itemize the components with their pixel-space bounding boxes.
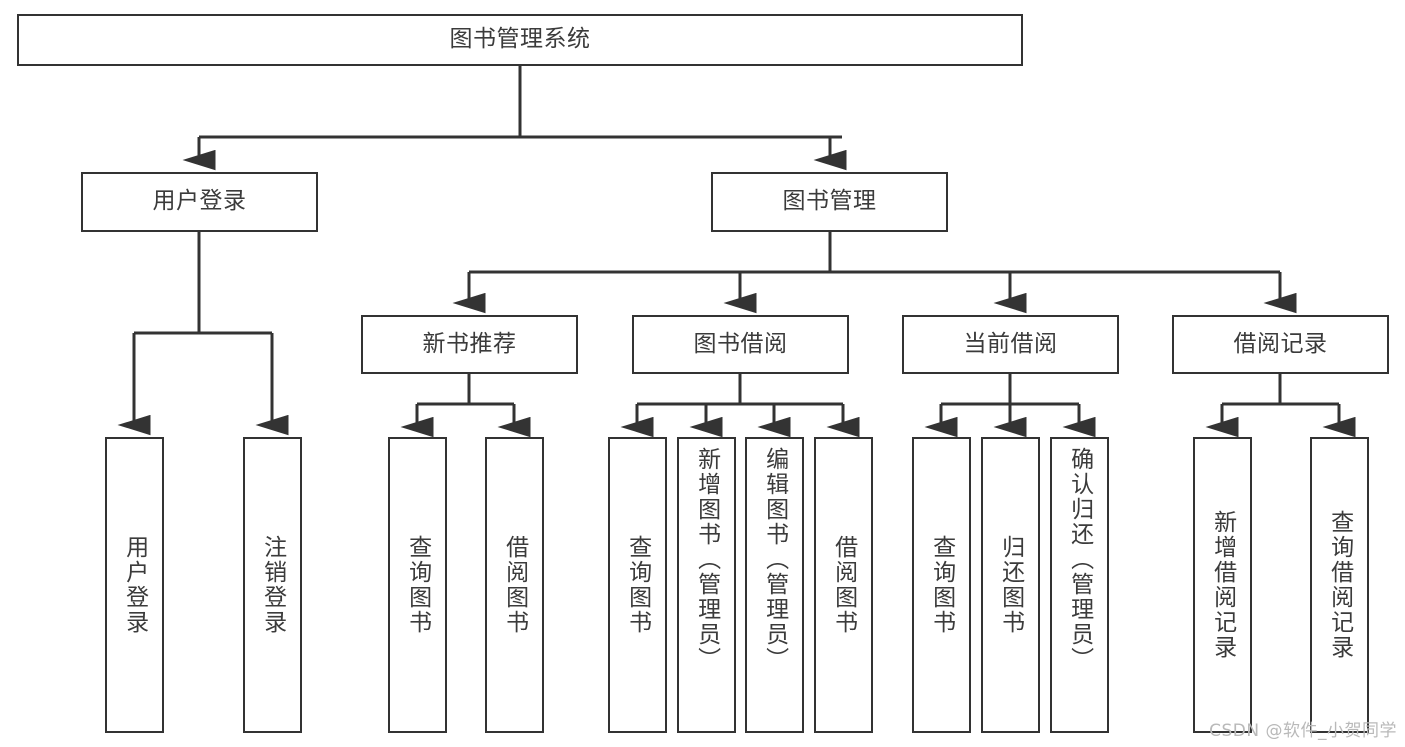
node-root-label: 图书管理系统 — [449, 26, 591, 53]
node-leaf-borrow-book-1[interactable]: 借阅图书 — [485, 437, 544, 733]
node-book-manage-label: 图书管理 — [782, 188, 877, 215]
node-leaf-return-book-label: 归还图书 — [997, 535, 1024, 635]
node-leaf-query-book-3[interactable]: 查询图书 — [912, 437, 971, 733]
node-leaf-confirm-return-label: 确认归还（管理员） — [1066, 447, 1093, 672]
node-leaf-borrow-book-2[interactable]: 借阅图书 — [814, 437, 873, 733]
node-leaf-query-book-3-label: 查询图书 — [928, 535, 955, 635]
node-leaf-query-book-2-label: 查询图书 — [624, 535, 651, 635]
csdn-watermark: CSDN @软件_小贺同学 — [1209, 721, 1397, 741]
node-leaf-return-book[interactable]: 归还图书 — [981, 437, 1040, 733]
node-leaf-user-login[interactable]: 用户登录 — [105, 437, 164, 733]
node-leaf-query-record-label: 查询借阅记录 — [1326, 510, 1353, 660]
node-leaf-logout[interactable]: 注销登录 — [243, 437, 302, 733]
node-leaf-add-record[interactable]: 新增借阅记录 — [1193, 437, 1252, 733]
node-leaf-query-book-2[interactable]: 查询图书 — [608, 437, 667, 733]
node-leaf-query-record[interactable]: 查询借阅记录 — [1310, 437, 1369, 733]
node-leaf-add-book-label: 新增图书（管理员） — [693, 447, 720, 672]
node-leaf-borrow-book-1-label: 借阅图书 — [501, 535, 528, 635]
node-leaf-borrow-book-2-label: 借阅图书 — [830, 535, 857, 635]
node-book-manage[interactable]: 图书管理 — [711, 172, 948, 232]
node-leaf-edit-book-label: 编辑图书（管理员） — [761, 447, 788, 672]
node-book-borrow-label: 图书借阅 — [693, 330, 788, 357]
node-book-borrow[interactable]: 图书借阅 — [632, 315, 849, 374]
node-borrow-record[interactable]: 借阅记录 — [1172, 315, 1389, 374]
node-new-book-recommend-label: 新书推荐 — [422, 330, 517, 357]
node-borrow-record-label: 借阅记录 — [1233, 330, 1328, 357]
node-leaf-add-record-label: 新增借阅记录 — [1209, 510, 1236, 660]
node-leaf-query-book-1[interactable]: 查询图书 — [388, 437, 447, 733]
node-leaf-edit-book[interactable]: 编辑图书（管理员） — [745, 437, 804, 733]
node-leaf-query-book-1-label: 查询图书 — [404, 535, 431, 635]
node-new-book-recommend[interactable]: 新书推荐 — [361, 315, 578, 374]
node-leaf-logout-label: 注销登录 — [259, 535, 286, 635]
node-root[interactable]: 图书管理系统 — [17, 14, 1023, 66]
node-current-borrow[interactable]: 当前借阅 — [902, 315, 1119, 374]
node-user-login[interactable]: 用户登录 — [81, 172, 318, 232]
node-user-login-label: 用户登录 — [152, 188, 247, 215]
node-current-borrow-label: 当前借阅 — [963, 330, 1058, 357]
node-leaf-user-login-label: 用户登录 — [121, 535, 148, 635]
node-leaf-add-book[interactable]: 新增图书（管理员） — [677, 437, 736, 733]
node-leaf-confirm-return[interactable]: 确认归还（管理员） — [1050, 437, 1109, 733]
